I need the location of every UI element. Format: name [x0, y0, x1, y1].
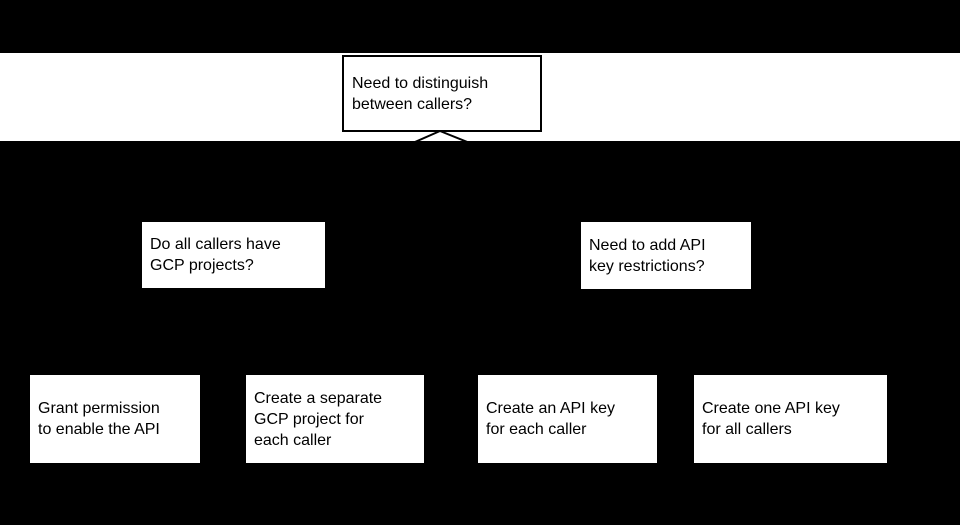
node-question-key-restrictions-label: Need to add API key restrictions?	[589, 236, 706, 275]
node-answer-one-key-label: Create one API key for all callers	[702, 400, 840, 438]
node-answer-grant-permission-label: Grant permission to enable the API	[38, 400, 160, 438]
node-root-question-label: Need to distinguish between callers?	[352, 74, 489, 113]
node-answer-separate-project-label: Create a separate GCP project for each c…	[254, 389, 383, 449]
node-answer-one-key: Create one API key for all callers	[694, 375, 887, 463]
node-question-gcp-projects-label: Do all callers have GCP projects?	[150, 236, 281, 274]
node-answer-grant-permission: Grant permission to enable the API	[30, 375, 200, 463]
node-answer-separate-project: Create a separate GCP project for each c…	[246, 375, 424, 463]
node-question-gcp-projects: Do all callers have GCP projects?	[142, 222, 325, 288]
node-answer-key-per-caller: Create an API key for each caller	[478, 375, 657, 463]
connector-line-left	[414, 130, 441, 141]
node-question-key-restrictions: Need to add API key restrictions?	[581, 222, 751, 289]
node-answer-key-per-caller-label: Create an API key for each caller	[486, 400, 615, 438]
connector-line-right	[439, 130, 468, 141]
node-root-question: Need to distinguish between callers?	[342, 55, 542, 132]
